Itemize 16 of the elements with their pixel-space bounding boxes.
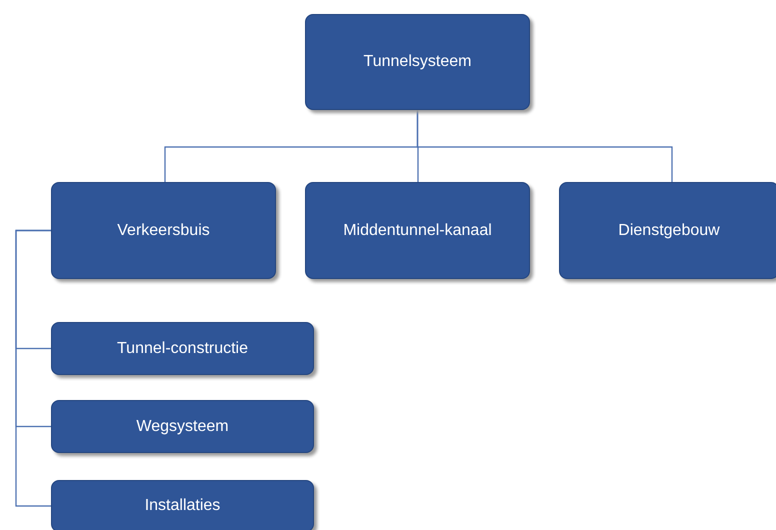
org-box: [51, 400, 314, 453]
org-box: [305, 182, 530, 279]
connector-line: [15, 230, 51, 507]
box-label: Installaties: [144, 497, 220, 515]
box-label: Wegsysteem: [136, 418, 229, 436]
box-label: Verkeersbuis: [117, 222, 210, 240]
org-box: [51, 322, 314, 375]
org-box: [305, 14, 530, 110]
org-box: [51, 480, 314, 530]
box-label: Tunnel-constructie: [116, 340, 248, 358]
box-label: Middentunnel-kanaal: [343, 222, 492, 240]
connector-line: [416, 110, 673, 182]
box-label: Dienstgebouw: [618, 222, 720, 240]
org-box: [559, 182, 776, 279]
box-label: Tunnelsysteem: [364, 53, 472, 71]
org-box: [51, 182, 276, 279]
